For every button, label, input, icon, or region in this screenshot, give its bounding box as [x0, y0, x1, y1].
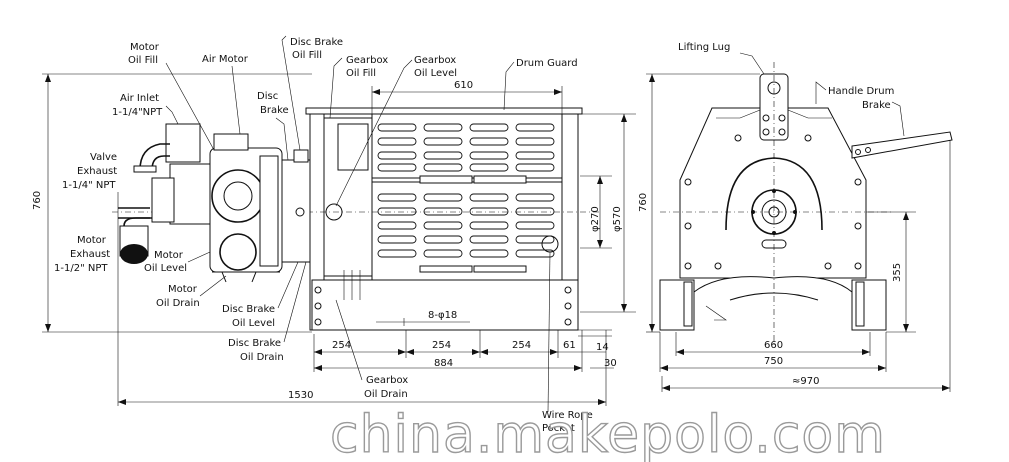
dim-overall-width: ≈970 [792, 376, 819, 387]
label-air-inlet-1: Air Inlet [120, 93, 159, 104]
label-air-inlet-2: 1-1/4"NPT [112, 107, 163, 118]
dim-base-offset: 61 [563, 340, 576, 351]
label-gearbox-oil-fill-1: Gearbox [346, 55, 388, 66]
label-motor-exhaust-2: Exhaust [70, 249, 110, 260]
dim-drum-length: 610 [454, 80, 473, 91]
label-wire-rope-pocket-1: Wire Rope [542, 410, 593, 421]
side-view-dimensions: 610 φ270 φ570 8-φ18 254 254 254 6 [118, 80, 636, 406]
label-gearbox-oil-level-2: Oil Level [414, 68, 457, 79]
label-disc-brake-oil-level-1: Disc Brake [222, 304, 275, 315]
end-view-dimensions: 760 355 660 750 ≈970 [638, 73, 951, 392]
dim-end-height: 760 [638, 193, 649, 212]
label-wire-rope-pocket-2: Pocket [542, 423, 575, 434]
label-motor-oil-level-1: Motor [154, 250, 184, 261]
label-motor-exhaust-3: 1-1/2" NPT [54, 263, 108, 274]
label-drum-guard: Drum Guard [516, 58, 578, 69]
label-gearbox-oil-level-1: Gearbox [414, 55, 456, 66]
label-disc-brake-oil-fill-1: Disc Brake [290, 37, 343, 48]
label-gearbox-oil-fill-2: Oil Fill [346, 68, 376, 79]
label-disc-brake-1: Disc [257, 91, 278, 102]
label-disc-brake-oil-drain-1: Disc Brake [228, 338, 281, 349]
dim-axis-height: 355 [892, 263, 903, 282]
dim-bolt-holes: 8-φ18 [428, 310, 457, 321]
watermark: china.makepolo.com [330, 405, 886, 462]
dim-bolt-spacing-2: 254 [432, 340, 451, 351]
dim-drum-dia-outer: φ570 [612, 206, 623, 232]
side-view-labels: Motor Oil Fill Air Motor Disc Brake Oil … [54, 35, 593, 434]
label-air-motor: Air Motor [202, 54, 249, 65]
label-motor-oil-level-2: Oil Level [144, 263, 187, 274]
label-motor-oil-drain-2: Oil Drain [156, 298, 200, 309]
label-valve-exhaust-1: Valve [90, 152, 117, 163]
dim-drum-dia-inner: φ270 [590, 206, 601, 232]
label-handle-drum-brake-1: Handle Drum [828, 86, 894, 97]
dim-base-width: 750 [764, 356, 783, 367]
label-gearbox-oil-drain-2: Oil Drain [364, 389, 408, 400]
label-lifting-lug: Lifting Lug [678, 42, 730, 53]
dim-bolt-spacing-3: 254 [512, 340, 531, 351]
label-handle-drum-brake-2: Brake [862, 100, 891, 111]
label-valve-exhaust-3: 1-1/4" NPT [62, 180, 116, 191]
label-gearbox-oil-drain-1: Gearbox [366, 375, 408, 386]
dim-bolt-spacing-1: 254 [332, 340, 351, 351]
base-holes [314, 286, 572, 326]
label-motor-oil-drain-1: Motor [168, 284, 198, 295]
end-view-labels: Lifting Lug Handle Drum Brake [678, 42, 905, 137]
dim-base-inner-width: 660 [764, 340, 783, 351]
label-disc-brake-2: Brake [260, 105, 289, 116]
label-disc-brake-oil-level-2: Oil Level [232, 318, 275, 329]
dim-height-step: 14 [596, 342, 609, 353]
dim-overall-length: 1530 [288, 390, 313, 401]
label-disc-brake-oil-drain-2: Oil Drain [240, 352, 284, 363]
label-disc-brake-oil-fill-2: Oil Fill [292, 50, 322, 61]
dim-base-length: 884 [434, 358, 453, 369]
dim-base-end: 30 [604, 358, 617, 369]
end-view [659, 62, 953, 345]
label-motor-exhaust-1: Motor [77, 235, 107, 246]
label-motor-oil-fill-1: Motor [130, 42, 160, 53]
label-motor-oil-fill-2: Oil Fill [128, 55, 158, 66]
side-view: 760 [32, 73, 600, 333]
dim-height-total: 760 [32, 191, 43, 210]
label-valve-exhaust-2: Exhaust [77, 166, 117, 177]
